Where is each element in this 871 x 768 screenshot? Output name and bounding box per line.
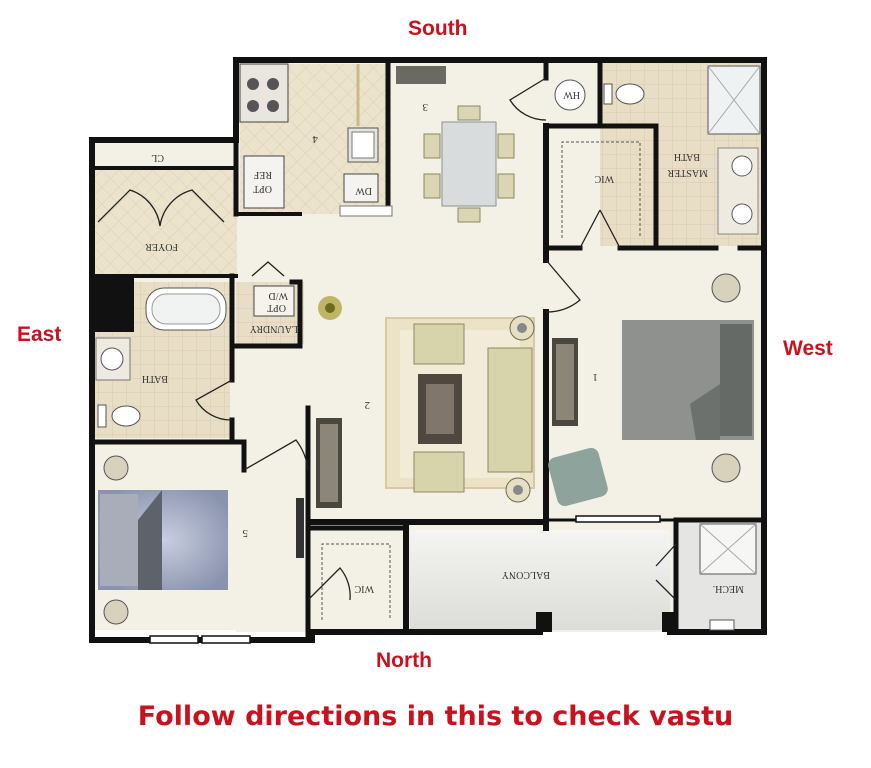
- walls: [89, 57, 767, 643]
- label-dw: DW: [355, 185, 372, 196]
- label-hw: HW: [563, 89, 580, 100]
- label-master-bath: BATH: [674, 151, 700, 162]
- label-bed5-num: 5: [242, 527, 248, 539]
- label-master-bed-num: 1: [593, 371, 599, 383]
- direction-east: East: [17, 323, 62, 346]
- label-closet: CL: [151, 152, 164, 163]
- label-master-wic: WIC: [594, 173, 614, 184]
- label-dining-num: 3: [422, 101, 428, 113]
- closet-shelves: [321, 141, 641, 620]
- label-laundry-opt: OPT: [267, 302, 286, 313]
- label-laundry: LAUNDRY: [250, 323, 298, 334]
- label-living-num: 2: [365, 399, 371, 411]
- direction-north: North: [376, 649, 432, 672]
- label-ref-opt: OPT: [253, 183, 272, 194]
- label-bath: BATH: [142, 373, 168, 384]
- label-laundry-wd: W/D: [269, 290, 288, 301]
- vastu-caption: Follow directions in this to check vastu: [137, 701, 734, 732]
- windows: [149, 515, 661, 644]
- mech-fixtures: [699, 523, 757, 631]
- label-foyer: FOYER: [145, 241, 178, 252]
- room-labels: CL FOYER REF OPT DW 4 3 HW WIC MASTER BA…: [142, 89, 744, 594]
- label-master: MASTER: [667, 167, 708, 178]
- direction-west: West: [783, 337, 833, 360]
- east-bath-fixtures: [95, 287, 227, 428]
- laundry-fixtures: [253, 285, 342, 320]
- label-mech: MECH.: [713, 583, 744, 594]
- dining-set: [396, 66, 515, 223]
- label-balcony: BALCONY: [502, 569, 550, 580]
- master-bed-furniture: [548, 273, 754, 507]
- label-wic2: WIC: [354, 583, 374, 594]
- master-bath-fixtures: [554, 65, 761, 235]
- door-swings: [97, 77, 677, 601]
- bed5-furniture: [98, 455, 304, 625]
- label-ref: REF: [253, 169, 272, 180]
- floor-plan: CL FOYER REF OPT DW 4 3 HW WIC MASTER BA…: [89, 57, 767, 644]
- living-furniture: [316, 315, 535, 508]
- label-kitchen-num: 4: [312, 133, 318, 145]
- kitchen-fixtures: [239, 63, 393, 217]
- direction-south: South: [408, 17, 468, 40]
